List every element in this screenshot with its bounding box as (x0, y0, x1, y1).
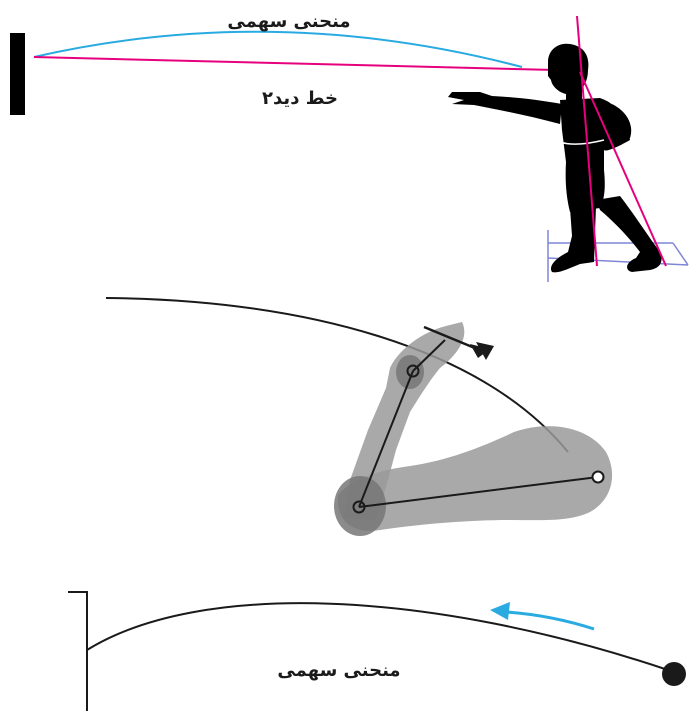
body-axis-vertical (576, 15, 598, 267)
parabolic-curve (33, 30, 523, 68)
parabolic-curve-label: منحنی سهمی (227, 11, 350, 32)
target-board (10, 33, 25, 115)
elbow-joint (352, 500, 366, 514)
throw-trajectory (105, 297, 569, 453)
hand-bone (412, 339, 446, 372)
launch-point (662, 662, 686, 686)
sightline-label: خط دید۲ (262, 88, 338, 109)
sightline (33, 56, 556, 71)
upper-arm-bone (358, 476, 599, 508)
middle-panel (105, 297, 613, 536)
forearm-bone (358, 370, 414, 508)
shoulder-joint (591, 470, 605, 484)
top-panel: منحنی سهمی خط دید۲ (10, 11, 689, 282)
waist-detail (559, 139, 605, 145)
thrower-silhouette (448, 43, 662, 273)
bottom-trajectory (86, 602, 669, 671)
direction-arrow-icon (490, 602, 595, 631)
wrist-joint (406, 364, 420, 378)
dart-icon (423, 325, 494, 360)
bottom-panel: منحنی سهمی (68, 591, 686, 711)
target-board-bracket (68, 591, 88, 711)
bottom-curve-label: منحنی سهمی (277, 660, 400, 681)
wrist-shading (396, 355, 424, 389)
upper-arm-shading (337, 426, 613, 531)
body-axis-lean (579, 71, 667, 267)
